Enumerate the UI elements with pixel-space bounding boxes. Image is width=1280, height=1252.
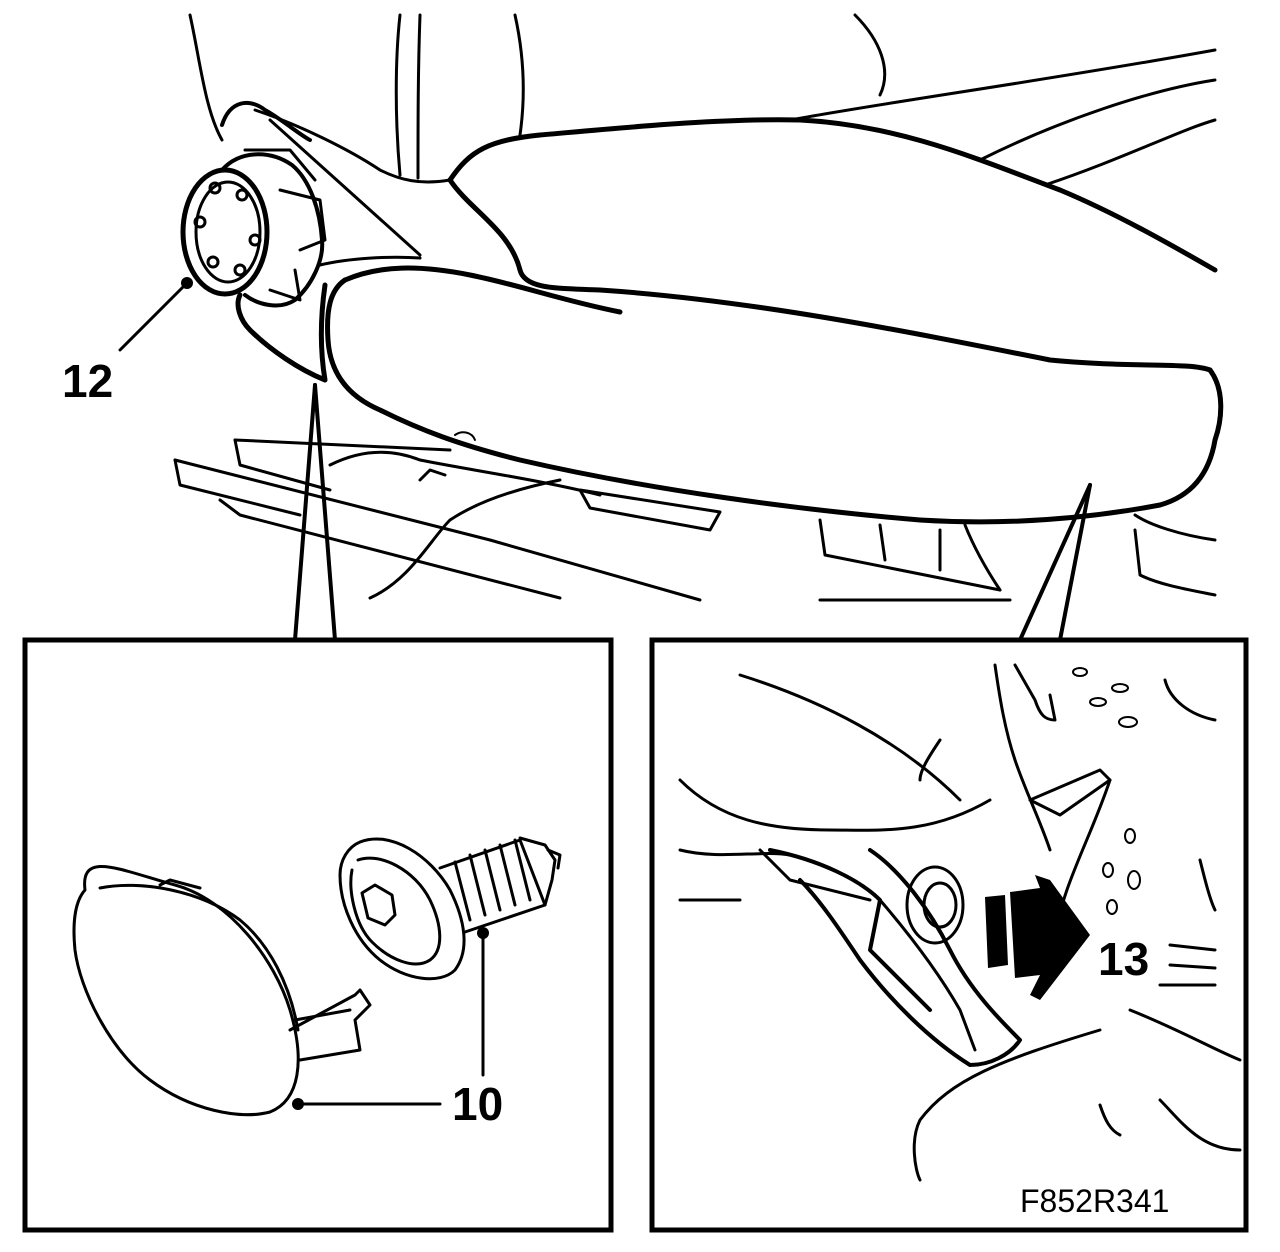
figure-code: F852R341 [1020, 1183, 1169, 1219]
connector-right-b [1058, 483, 1092, 642]
connector-left-a [293, 383, 317, 642]
seat-overview [173, 13, 1224, 602]
cover-cap [72, 865, 372, 1117]
detail-panel-right: 13 F852R341 [649, 637, 1249, 1233]
connector-right-a [1018, 483, 1092, 642]
screw [338, 836, 562, 981]
detail-frame-right [649, 637, 1249, 1233]
detail-panel-left: 10 [22, 637, 614, 1233]
callout-label-13: 13 [1098, 933, 1149, 985]
connector-left-b [313, 383, 337, 642]
recline-knob [180, 101, 327, 308]
callout-label-12: 12 [62, 355, 113, 407]
callout-12: 12 [62, 277, 193, 407]
push-arrow-icon [985, 875, 1090, 1000]
detail-frame-left [22, 637, 614, 1233]
callout-label-10: 10 [452, 1078, 503, 1130]
